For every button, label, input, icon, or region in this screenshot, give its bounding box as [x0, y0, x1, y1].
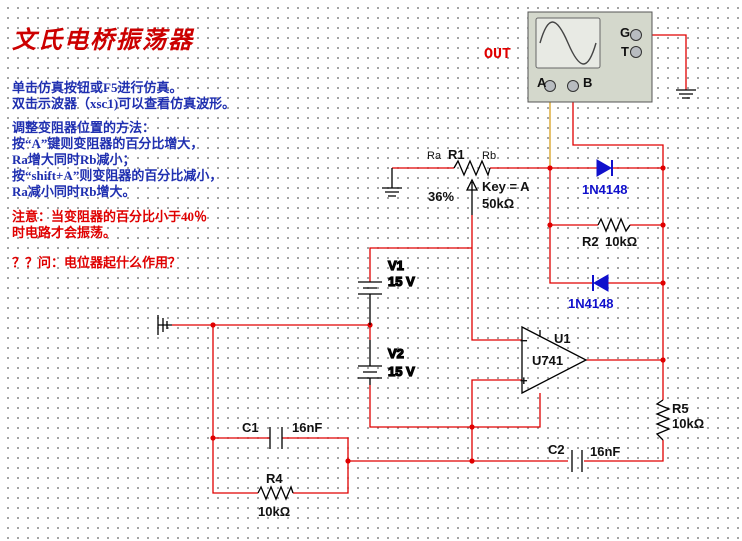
junctions: [210, 165, 666, 464]
instruction-adjust-1: 按“A”键则变阻器的百分比增大，: [12, 136, 204, 151]
scope-label-g: G: [620, 25, 630, 40]
instruction-oscilloscope: 双击示波器（xsc1)可以查看仿真波形。: [12, 96, 236, 111]
instruction-adjust-title: 调整变阻器位置的方法：: [12, 120, 156, 135]
r4-value: 10kΩ: [258, 504, 290, 519]
c1-value: 16nF: [292, 420, 322, 435]
r2-name: R2: [582, 234, 599, 249]
r1-percent: 36%: [428, 189, 454, 204]
r4-name: R4: [266, 471, 283, 486]
instruction-adjust-4: Ra减小同时Rb增大。: [12, 184, 136, 199]
r5-name: R5: [672, 401, 689, 416]
resistor-r4[interactable]: R4 10kΩ: [257, 471, 294, 519]
wires: [172, 34, 687, 494]
battery-v2[interactable]: V2 15 V: [358, 340, 416, 385]
diode-bottom-model: 1N4148: [568, 296, 614, 311]
capacitor-c2[interactable]: C2 16nF: [548, 442, 620, 472]
scope-label-b: B: [583, 75, 592, 90]
c2-name: C2: [548, 442, 565, 457]
opamp-minus: −: [520, 333, 528, 348]
c2-value: 16nF: [590, 444, 620, 459]
scope-terminal-t[interactable]: [630, 46, 642, 58]
c1-name: C1: [242, 420, 259, 435]
scope-terminal-b[interactable]: [567, 80, 579, 92]
sine-wave-icon: [539, 21, 597, 65]
opamp-model: U741: [532, 353, 563, 368]
oscilloscope[interactable]: A B G T: [527, 11, 653, 103]
warning-line-1: 注意：当变阻器的百分比小于40％: [12, 209, 208, 224]
instruction-simulate: 单击仿真按钮或F5进行仿真。: [12, 80, 183, 95]
diode-top[interactable]: 1N4148: [582, 159, 628, 197]
r1-ra-label: Ra: [427, 150, 442, 162]
warning-line-2: 时电路才会振荡。: [12, 225, 117, 240]
opamp-plus: +: [520, 373, 528, 388]
scope-label-t: T: [621, 44, 629, 59]
ground-icon: [157, 315, 172, 335]
opamp-name: U1: [554, 331, 571, 346]
capacitor-c1[interactable]: C1 16nF: [242, 420, 322, 449]
ground-icon: [382, 168, 402, 197]
resistor-r2[interactable]: R2 10kΩ: [582, 217, 637, 249]
resistor-r5[interactable]: R5 10kΩ: [655, 399, 704, 441]
v1-value: 15 V: [388, 274, 415, 289]
potentiometer-r1[interactable]: Ra R1 Rb 36% Key = A 50kΩ: [427, 147, 530, 215]
battery-v1[interactable]: V1 15 V: [358, 257, 416, 325]
instruction-adjust-2: Ra增大同时Rb减小；: [12, 152, 136, 167]
opamp-u1[interactable]: − + U741 U1: [520, 325, 588, 395]
scope-terminal-g[interactable]: [630, 29, 642, 41]
r1-key: Key = A: [482, 179, 530, 194]
diode-bottom[interactable]: 1N4148: [568, 274, 614, 311]
circuit-title: 文氏电桥振荡器: [12, 28, 194, 54]
diode-top-model: 1N4148: [582, 182, 628, 197]
r1-name: R1: [448, 147, 465, 162]
ground-icon: [676, 89, 696, 99]
v2-value: 15 V: [388, 364, 415, 379]
scope-label-a: A: [537, 75, 547, 90]
v2-name: V2: [388, 346, 404, 361]
scope-terminal-a[interactable]: [544, 80, 556, 92]
instruction-adjust-3: 按“shift+A”则变阻器的百分比减小，: [12, 168, 223, 183]
v1-name: V1: [388, 258, 404, 273]
r1-value: 50kΩ: [482, 196, 514, 211]
question-text: ？？问：电位器起什么作用？: [12, 255, 182, 270]
out-label: OUT: [484, 46, 512, 63]
r2-value: 10kΩ: [605, 234, 637, 249]
r1-rb-label: Rb: [482, 150, 496, 162]
r5-value: 10kΩ: [672, 416, 704, 431]
